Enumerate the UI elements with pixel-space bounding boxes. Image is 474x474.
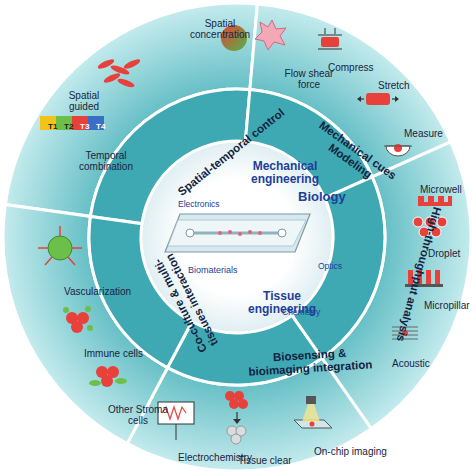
- item-label: Micropillar: [424, 300, 470, 311]
- item-label: Immune cells: [84, 348, 143, 359]
- item-label: Stretch: [378, 80, 410, 91]
- item-label: Biology: [298, 190, 346, 204]
- item-label: Electronics: [178, 200, 220, 209]
- item-label: Chemistry: [282, 308, 320, 317]
- item-label: On-chip imaging: [314, 446, 387, 457]
- item-label: Vascularization: [64, 286, 131, 297]
- item-label: Measure: [404, 128, 443, 139]
- item-label: Spatial guided: [60, 90, 108, 112]
- item-label: Acoustic: [392, 358, 430, 369]
- item-label: T3: [80, 123, 89, 132]
- item-label: Other Stroma cells: [106, 404, 170, 426]
- item-label: T4: [96, 123, 105, 132]
- item-label: Compress: [328, 62, 374, 73]
- item-label: Droplet: [428, 248, 460, 259]
- item-label: Tissue clear: [238, 455, 292, 466]
- item-label: Optics: [318, 262, 342, 271]
- item-label: Spatial concentration: [180, 18, 260, 40]
- item-label: T2: [64, 123, 73, 132]
- item-label: Microwell: [420, 184, 462, 195]
- item-label: Mechanical engineering: [237, 160, 333, 186]
- item-label: Temporal combination: [70, 150, 142, 172]
- item-label: T1: [48, 123, 57, 132]
- item-label: Flow shear force: [282, 68, 336, 90]
- item-label: Biomaterials: [188, 266, 238, 276]
